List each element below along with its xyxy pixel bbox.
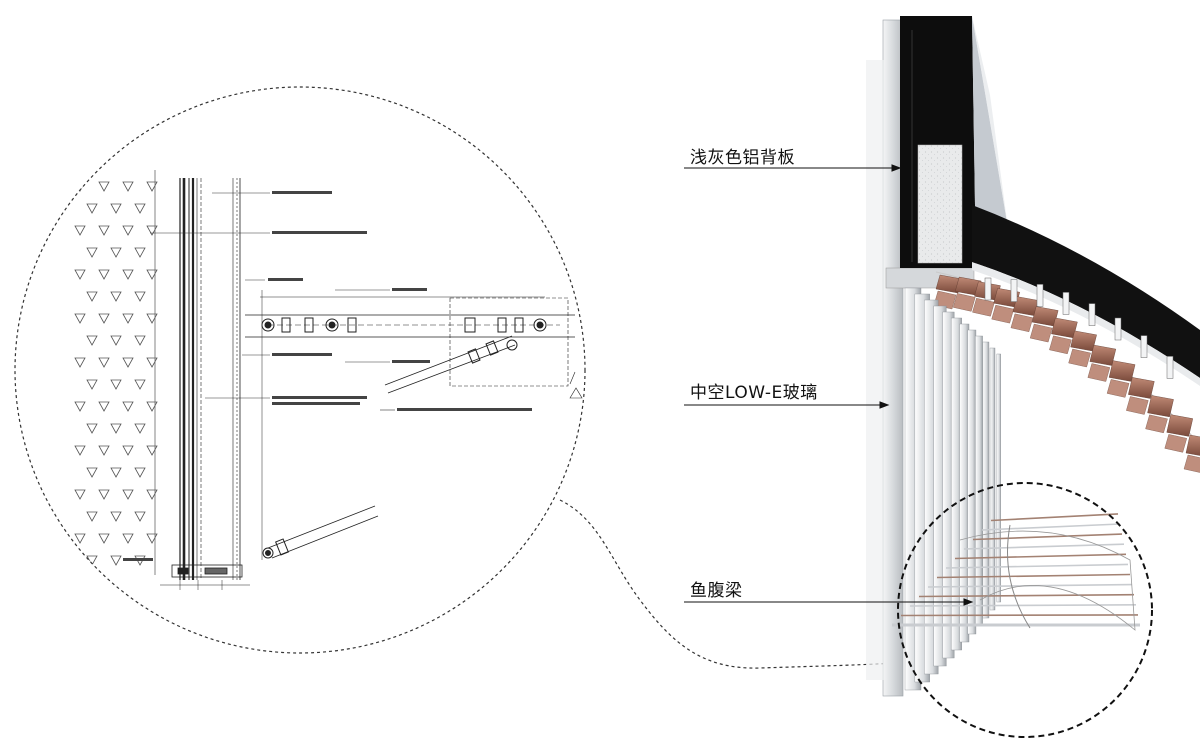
label-fish-belly-beam: 鱼腹梁: [690, 581, 743, 601]
connector-curve: [559, 499, 911, 669]
base-detail: [160, 564, 250, 590]
facade-rendering: [866, 16, 1200, 738]
concrete-wall-hatch: [74, 181, 158, 566]
aluminum-back-panel-render: [900, 16, 1008, 268]
cad-detail-circle: [14, 86, 911, 669]
glass-fins: [904, 287, 1001, 691]
mullion-section: [179, 178, 263, 580]
label-aluminum-back-panel: 浅灰色铝背板: [690, 148, 795, 168]
cad-annotation-leaders: [150, 192, 395, 411]
detail-circle-outline: [14, 86, 586, 654]
beam-highlight-circle: [897, 482, 1153, 738]
callout-leaders: [684, 164, 974, 606]
louvers: [933, 274, 1200, 473]
label-low-e-glass: 中空LOW-E玻璃: [690, 383, 818, 403]
truss-arm: [245, 296, 583, 559]
fish-belly-beams-render: [892, 513, 1140, 631]
